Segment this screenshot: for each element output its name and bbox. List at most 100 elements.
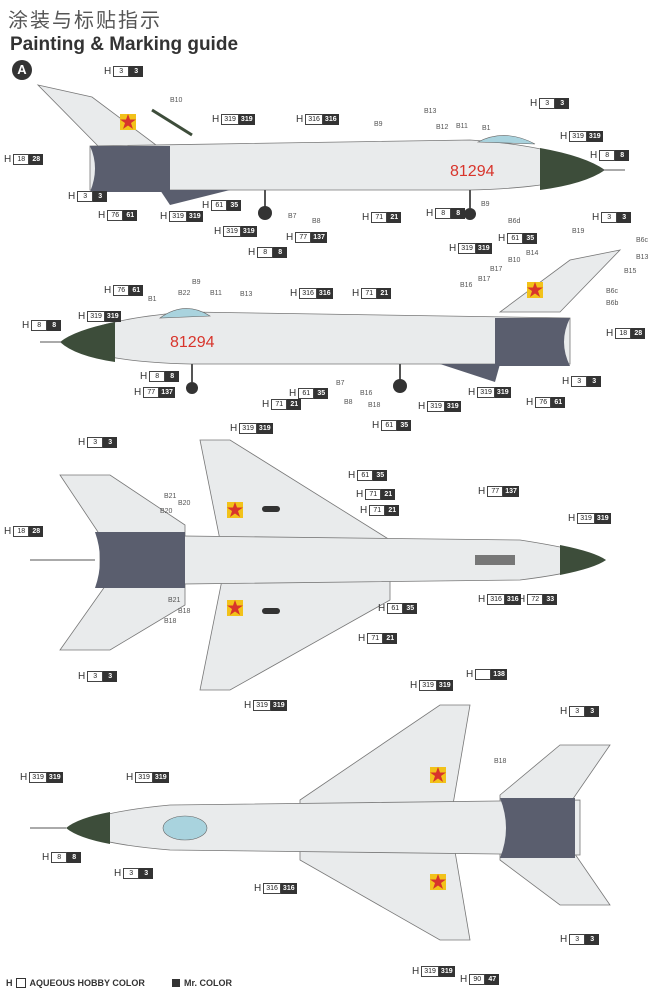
- part-callout: B13: [636, 254, 649, 261]
- mr-color-code: 3: [617, 212, 632, 223]
- mr-color-code: 21: [383, 633, 398, 644]
- aqueous-color-code: 319: [87, 311, 105, 322]
- aqueous-color-code: 319: [169, 211, 187, 222]
- aqueous-color-code: 61: [381, 420, 398, 431]
- mr-color-code: 319: [586, 131, 603, 142]
- part-callout: B8: [344, 399, 353, 406]
- aqueous-color-code: 61: [507, 233, 524, 244]
- hobby-prefix: H: [360, 505, 368, 516]
- part-callout: B19: [572, 228, 585, 235]
- mr-color-code: 33: [543, 594, 558, 605]
- mr-color-code: 3: [103, 437, 118, 448]
- hobby-prefix: H: [140, 371, 148, 382]
- part-callout: B6d: [508, 218, 521, 225]
- aqueous-color-code: 319: [253, 700, 271, 711]
- hobby-prefix: H: [412, 966, 420, 977]
- hobby-prefix: H: [562, 376, 570, 387]
- aqueous-color-code: 71: [361, 288, 378, 299]
- mr-color-swatch-icon: [172, 979, 180, 987]
- part-callout: B15: [624, 268, 637, 275]
- mr-color-code: 28: [29, 154, 44, 165]
- bottom-view: [30, 439, 606, 691]
- mr-color-code: 3: [139, 868, 154, 879]
- hobby-prefix: H: [286, 232, 294, 243]
- aqueous-color-code: 71: [371, 212, 388, 223]
- part-callout: B16: [360, 390, 373, 397]
- mr-color-code: 61: [123, 210, 138, 221]
- page-title-chinese: 涂装与标贴指示: [8, 8, 162, 32]
- serial-number: 81294: [450, 163, 495, 180]
- hobby-prefix: H: [418, 401, 426, 412]
- part-callout: B18: [178, 608, 191, 615]
- aqueous-color-code: 319: [419, 680, 437, 691]
- part-callout: B21: [164, 493, 177, 500]
- hobby-prefix: H: [42, 852, 50, 863]
- aqueous-swatch-icon: [15, 978, 26, 988]
- mr-color-code: 319: [152, 772, 169, 783]
- aqueous-color-code: 76: [535, 397, 552, 408]
- hobby-prefix: H: [289, 388, 297, 399]
- part-callout: B8: [312, 218, 321, 225]
- part-callout: B21: [168, 597, 181, 604]
- mr-color-code: 8: [165, 371, 180, 382]
- part-callout: B18: [164, 618, 177, 625]
- mr-color-code: 319: [256, 423, 273, 434]
- aqueous-color-code: 76: [113, 285, 130, 296]
- aqueous-color-code: 76: [107, 210, 124, 221]
- aqueous-color-code: 319: [427, 401, 445, 412]
- hobby-prefix: H: [498, 233, 506, 244]
- hobby-prefix: H: [212, 114, 220, 125]
- mr-color-code: 3: [585, 706, 600, 717]
- hobby-prefix: H: [606, 328, 614, 339]
- mr-color-code: 319: [104, 311, 121, 322]
- part-callout: B14: [526, 250, 539, 257]
- part-callout: B17: [490, 266, 503, 273]
- part-callout: B9: [374, 121, 383, 128]
- hobby-prefix: H: [254, 883, 262, 894]
- mr-color-code: 137: [311, 232, 327, 243]
- aqueous-color-code: 3: [77, 191, 94, 202]
- hobby-prefix: H: [214, 226, 222, 237]
- aqueous-color-code: 319: [221, 114, 239, 125]
- aqueous-color-code: 3: [87, 437, 104, 448]
- aqueous-color-code: 319: [458, 243, 476, 254]
- hobby-prefix: H: [4, 526, 12, 537]
- mr-color-code: 35: [373, 470, 388, 481]
- part-callout: B18: [368, 402, 381, 409]
- hobby-prefix: H: [296, 114, 304, 125]
- mr-color-code: 35: [403, 603, 418, 614]
- part-callout: B20: [160, 508, 173, 515]
- mr-color-code: 316: [280, 883, 297, 894]
- part-callout: B10: [508, 257, 521, 264]
- mr-color-code: 3: [103, 671, 118, 682]
- hobby-prefix: H: [98, 210, 106, 221]
- aqueous-color-code: 319: [577, 513, 595, 524]
- hobby-prefix: H: [290, 288, 298, 299]
- mr-color-code: 137: [159, 387, 175, 398]
- part-callout: B22: [178, 290, 191, 297]
- top-view: [30, 704, 611, 941]
- mr-color-code: 8: [451, 208, 466, 219]
